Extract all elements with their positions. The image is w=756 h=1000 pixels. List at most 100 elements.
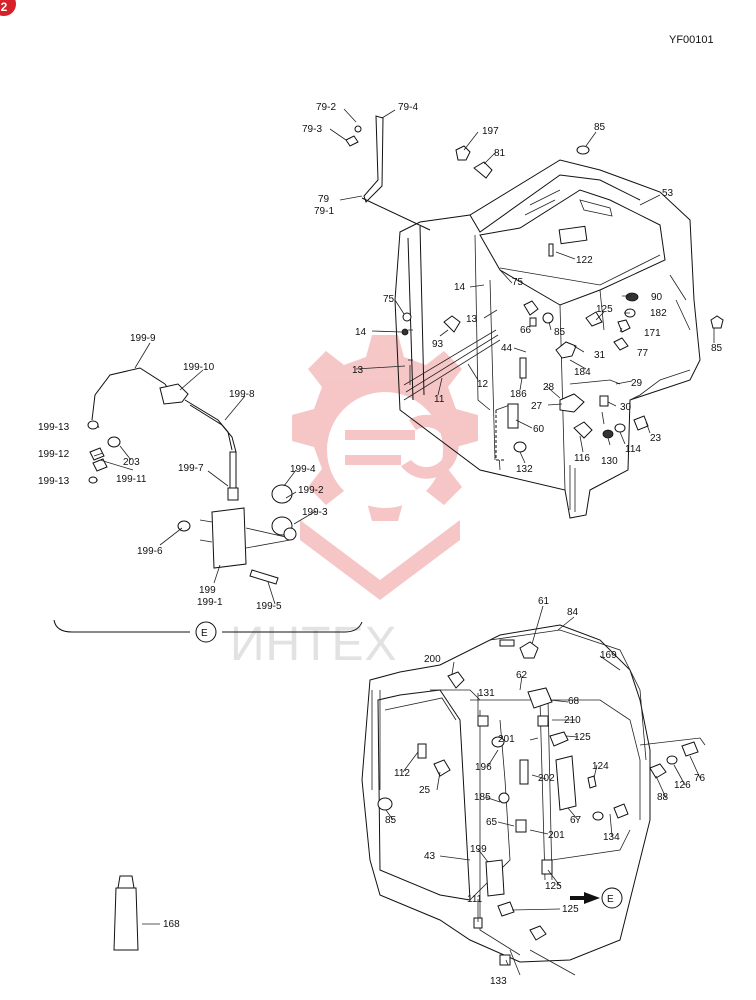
callout-60: 60 bbox=[533, 424, 545, 435]
callout-81: 81 bbox=[494, 148, 506, 159]
callout-66: 66 bbox=[520, 325, 532, 336]
callout-126: 126 bbox=[674, 780, 691, 791]
callout-93: 93 bbox=[432, 339, 444, 350]
bottom-small-parts: E bbox=[113, 639, 699, 966]
callout-68: 68 bbox=[568, 696, 580, 707]
callout-79-1: 79-1 bbox=[314, 206, 334, 217]
callout-67: 67 bbox=[570, 815, 582, 826]
callout-65: 65 bbox=[486, 817, 498, 828]
callout-116: 116 bbox=[574, 453, 590, 464]
callout-13-a: 13 bbox=[466, 314, 478, 325]
callout-202: 202 bbox=[538, 773, 555, 784]
callout-199-4: 199-4 bbox=[290, 464, 316, 475]
callout-53: 53 bbox=[662, 188, 674, 199]
callout-124: 124 bbox=[592, 761, 609, 772]
callout-199-13-a: 199-13 bbox=[38, 422, 70, 433]
callout-61: 61 bbox=[538, 596, 550, 607]
callout-199-bottom: 199 bbox=[470, 844, 487, 855]
callout-199-8: 199-8 bbox=[229, 389, 255, 400]
callout-199-5: 199-5 bbox=[256, 601, 282, 612]
callout-199-11: 199-11 bbox=[116, 474, 147, 485]
callout-90: 90 bbox=[651, 292, 663, 303]
callout-13-b: 13 bbox=[352, 365, 364, 376]
watermark-text: ИНТЕХ bbox=[230, 618, 398, 671]
callout-29: 29 bbox=[631, 378, 643, 389]
callout-201-a: 201 bbox=[498, 734, 515, 745]
callout-30: 30 bbox=[620, 402, 632, 413]
callout-88: 88 bbox=[657, 792, 669, 803]
callout-11: 11 bbox=[434, 394, 445, 405]
callout-182: 182 bbox=[650, 308, 667, 319]
callout-27: 27 bbox=[531, 401, 543, 412]
callout-62: 62 bbox=[516, 670, 528, 681]
callout-199-12: 199-12 bbox=[38, 449, 70, 460]
callout-25: 25 bbox=[419, 785, 431, 796]
callout-79-2: 79-2 bbox=[316, 102, 336, 113]
page-badge: 2 bbox=[0, 0, 16, 16]
wiper-arm-assembly bbox=[345, 115, 431, 231]
callout-14-a: 14 bbox=[454, 282, 466, 293]
view-e-label-top: E bbox=[201, 628, 208, 639]
callout-44: 44 bbox=[501, 343, 513, 354]
callout-85-mid: 85 bbox=[554, 327, 566, 338]
callout-84: 84 bbox=[567, 607, 579, 618]
callout-130: 130 bbox=[601, 456, 618, 467]
callout-201-b: 201 bbox=[548, 830, 565, 841]
callout-200: 200 bbox=[424, 654, 441, 665]
callout-133: 133 bbox=[490, 976, 507, 987]
callout-12: 12 bbox=[477, 379, 489, 390]
callout-199-13-b: 199-13 bbox=[38, 476, 70, 487]
callout-112: 112 bbox=[394, 768, 410, 779]
callout-122: 122 bbox=[576, 255, 593, 266]
callout-184: 184 bbox=[574, 367, 591, 378]
callout-85-bottom: 85 bbox=[385, 815, 397, 826]
callout-125-c: 125 bbox=[562, 904, 579, 915]
callout-196: 196 bbox=[475, 762, 492, 773]
callout-185: 185 bbox=[474, 792, 491, 803]
cab-shell-bottom bbox=[361, 624, 706, 976]
callout-169: 169 bbox=[600, 650, 617, 661]
door-lock-assembly-199 bbox=[87, 367, 297, 585]
callout-199-9: 199-9 bbox=[130, 333, 156, 344]
callout-168: 168 bbox=[163, 919, 180, 930]
callout-labels: 79-2 79-4 79-3 79 79-1 197 81 85 53 122 … bbox=[38, 102, 723, 987]
callout-199-7: 199-7 bbox=[178, 463, 204, 474]
callout-132: 132 bbox=[516, 464, 533, 475]
callout-111: 111 bbox=[467, 894, 483, 905]
callout-77: 77 bbox=[637, 348, 649, 359]
callout-199-10: 199-10 bbox=[183, 362, 215, 373]
callout-75-a: 75 bbox=[512, 277, 524, 288]
callout-79-3: 79-3 bbox=[302, 124, 322, 135]
callout-31: 31 bbox=[594, 350, 606, 361]
leader-lines bbox=[93, 108, 715, 966]
callout-85-top: 85 bbox=[594, 122, 606, 133]
callout-125-b: 125 bbox=[545, 881, 562, 892]
callout-134: 134 bbox=[603, 832, 620, 843]
callout-210: 210 bbox=[564, 715, 581, 726]
callout-199-6: 199-6 bbox=[137, 546, 163, 557]
top-small-parts bbox=[401, 145, 724, 461]
callout-79-4: 79-4 bbox=[398, 102, 418, 113]
callout-197: 197 bbox=[482, 126, 499, 137]
callout-85-right: 85 bbox=[711, 343, 723, 354]
callout-171: 171 bbox=[644, 328, 661, 339]
diagram-code: YF00101 bbox=[669, 34, 714, 46]
callout-28: 28 bbox=[543, 382, 555, 393]
callout-199: 199 bbox=[199, 585, 216, 596]
callout-114: 114 bbox=[625, 444, 641, 455]
view-e-label-bottom: E bbox=[607, 894, 614, 905]
callout-75-b: 75 bbox=[383, 294, 395, 305]
callout-199-1: 199-1 bbox=[197, 597, 223, 608]
callout-79: 79 bbox=[318, 194, 330, 205]
callout-125-top: 125 bbox=[596, 304, 613, 315]
watermark-logo bbox=[292, 335, 478, 600]
callout-203: 203 bbox=[123, 457, 140, 468]
callout-125-mid: 125 bbox=[574, 732, 591, 743]
view-e-bracket: E bbox=[53, 619, 363, 643]
callout-131: 131 bbox=[478, 688, 495, 699]
callout-14-b: 14 bbox=[355, 327, 367, 338]
callout-199-3: 199-3 bbox=[302, 507, 328, 518]
callout-43: 43 bbox=[424, 851, 436, 862]
